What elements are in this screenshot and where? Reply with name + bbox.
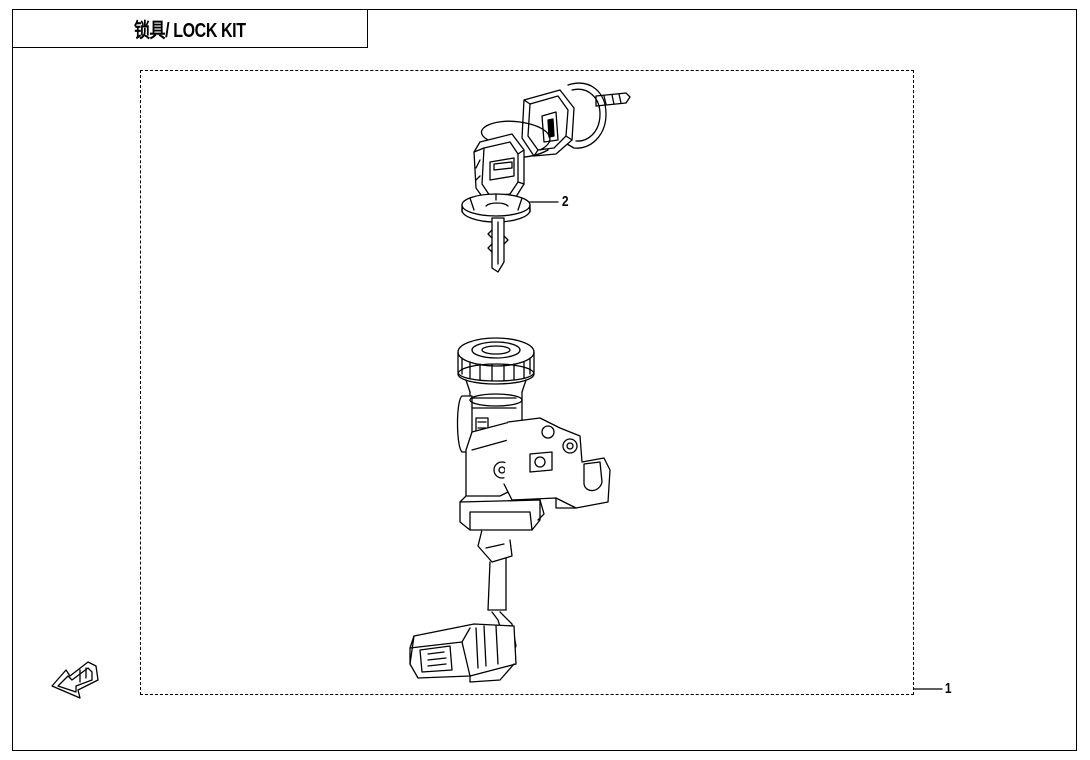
mounting-bracket [503, 417, 611, 521]
page-title: 锁具/ LOCK KIT [134, 20, 246, 42]
title-block: 锁具/ LOCK KIT [12, 9, 368, 48]
front-key-blade [487, 217, 509, 273]
ignition-switch [409, 337, 611, 683]
wire-harness [477, 529, 517, 661]
key-set [461, 82, 631, 273]
callout-lock-kit: 1 [944, 680, 952, 697]
callout-key-set: 2 [561, 193, 569, 210]
switch-top-cap [457, 337, 535, 393]
drawing-frame [12, 9, 1077, 751]
front-direction-arrow-icon [51, 661, 99, 699]
kit-boundary [140, 70, 914, 695]
wire-connector [409, 623, 517, 683]
front-key [473, 133, 525, 203]
rear-key [521, 82, 631, 157]
